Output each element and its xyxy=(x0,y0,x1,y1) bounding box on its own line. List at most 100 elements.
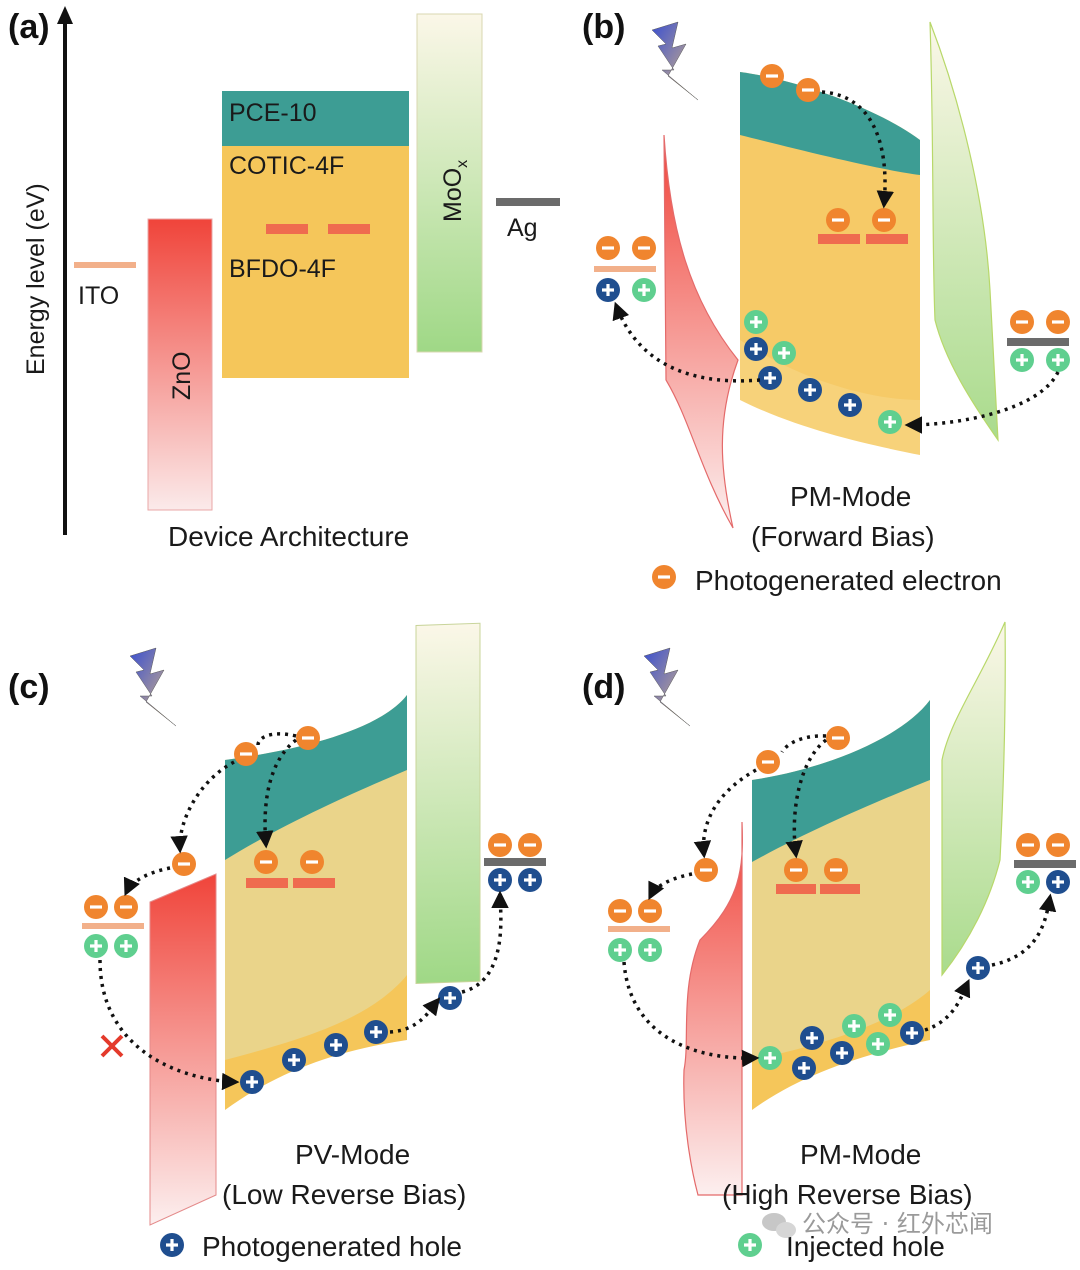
zno-label: ZnO xyxy=(168,351,196,400)
photogenerated-hole xyxy=(282,1048,306,1072)
electron xyxy=(300,850,324,874)
light-bolt-icon xyxy=(651,21,699,101)
blend-layer xyxy=(222,146,409,378)
ito-level xyxy=(74,262,136,268)
panel-d-caption-2: (High Reverse Bias) xyxy=(722,1179,973,1210)
pce10-band-d xyxy=(752,700,930,862)
moox-band xyxy=(929,21,999,443)
zno-band-d xyxy=(683,821,743,1196)
electron-path xyxy=(170,760,235,854)
lower-band-c xyxy=(225,975,407,1110)
photogenerated-hole xyxy=(966,956,990,980)
bfdo-label: BFDO-4F xyxy=(229,255,336,283)
injected-hole xyxy=(632,278,656,302)
moox-band-c xyxy=(415,622,481,984)
photogenerated-hole xyxy=(324,1033,348,1057)
ag-level xyxy=(496,198,560,206)
watermark: 公众号 · 红外芯闻 xyxy=(802,1210,993,1238)
ito-level-d xyxy=(608,926,670,932)
panel-d-tag: (d) xyxy=(582,668,625,706)
ag-level-d xyxy=(1014,860,1076,868)
electron xyxy=(872,208,896,232)
injected-hole xyxy=(842,1014,866,1038)
hole-path xyxy=(924,978,971,1032)
electron-path xyxy=(648,872,693,901)
panel-b-caption-2: (Forward Bias) xyxy=(751,521,935,552)
trap-level-b2 xyxy=(866,234,908,244)
electron xyxy=(296,726,320,750)
trap-level-b1 xyxy=(818,234,860,244)
electron-path xyxy=(123,866,171,897)
blocked-cross-icon xyxy=(100,1034,124,1058)
injection-path xyxy=(904,371,1060,434)
photogenerated-hole xyxy=(900,1021,924,1045)
panel-b: (b) PM-Mode (Forward Bias) xyxy=(582,8,1070,596)
electron xyxy=(784,858,808,882)
wechat-icon xyxy=(762,1213,796,1238)
panel-d: (d) xyxy=(582,621,1076,1262)
photogenerated-hole xyxy=(800,1026,824,1050)
panel-b-caption-1: PM-Mode xyxy=(790,481,911,512)
electron xyxy=(756,750,780,774)
pce10-band-c xyxy=(225,695,407,860)
electron-path xyxy=(693,768,757,859)
hole-path xyxy=(991,893,1057,967)
electron xyxy=(824,858,848,882)
injected-hole xyxy=(1010,348,1034,372)
light-bolt-icon xyxy=(643,647,691,727)
photogenerated-hole xyxy=(744,337,768,361)
trap-level-c2 xyxy=(293,878,335,888)
ag-label: Ag xyxy=(507,214,538,242)
electron xyxy=(1046,310,1070,334)
electron xyxy=(596,236,620,260)
injected-hole xyxy=(84,934,108,958)
moox-band-d xyxy=(941,621,1006,977)
photogenerated-hole xyxy=(758,366,782,390)
ito-label: ITO xyxy=(78,282,119,310)
ag-level-c xyxy=(484,858,546,866)
electron xyxy=(254,850,278,874)
injected-hole xyxy=(114,934,138,958)
zno-band-c xyxy=(149,873,217,1226)
panel-a-tag: (a) xyxy=(8,8,50,46)
panel-a: (a) Energy level (eV) ITO ZnO PCE-10 COT… xyxy=(8,6,560,552)
photogenerated-hole xyxy=(240,1070,264,1094)
zno-layer xyxy=(147,218,213,511)
bfdo-level-1 xyxy=(266,224,308,234)
electron xyxy=(1016,833,1040,857)
trap-level-d2 xyxy=(820,884,860,894)
energy-axis-arrow-icon xyxy=(57,6,73,24)
electron-path xyxy=(256,738,298,849)
ito-level-c xyxy=(82,923,144,929)
photogenerated-hole xyxy=(1046,870,1070,894)
electron xyxy=(694,858,718,882)
panel-c-caption-2: (Low Reverse Bias) xyxy=(222,1179,466,1210)
ag-level-b xyxy=(1007,338,1069,346)
injected-hole xyxy=(878,410,902,434)
electron xyxy=(1010,310,1034,334)
photogenerated-hole xyxy=(792,1056,816,1080)
electron xyxy=(234,742,258,766)
hole-path xyxy=(622,961,760,1068)
y-axis-label: Energy level (eV) xyxy=(22,183,50,375)
photogenerated-hole xyxy=(830,1041,854,1065)
panel-c: (c) xyxy=(8,622,546,1262)
photogenerated-hole xyxy=(488,868,512,892)
electron-path xyxy=(780,734,827,754)
legend-photo-hole-label: Photogenerated hole xyxy=(202,1231,462,1262)
photogenerated-hole xyxy=(596,278,620,302)
electron xyxy=(638,899,662,923)
injected-hole xyxy=(772,341,796,365)
photogenerated-hole xyxy=(798,378,822,402)
ito-level-b xyxy=(594,266,656,272)
photogenerated-hole xyxy=(364,1020,388,1044)
panel-c-caption-1: PV-Mode xyxy=(295,1139,410,1170)
injected-hole xyxy=(866,1032,890,1056)
electron xyxy=(518,833,542,857)
electron xyxy=(760,64,784,88)
legend-injected-hole-label: Injected hole xyxy=(786,1231,945,1262)
electron xyxy=(1046,833,1070,857)
injected-hole xyxy=(878,1003,902,1027)
electron xyxy=(488,833,512,857)
